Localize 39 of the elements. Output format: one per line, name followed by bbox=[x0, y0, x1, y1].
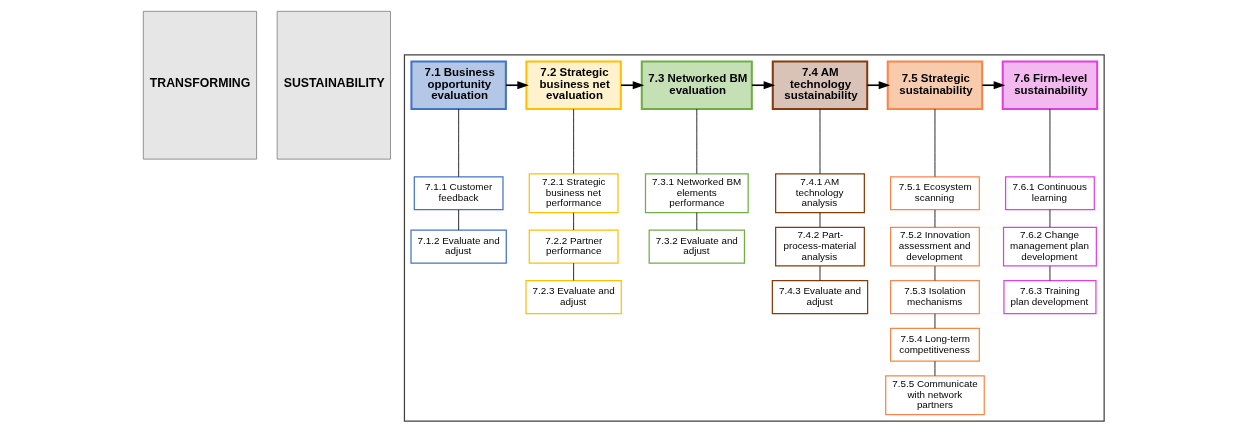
node-box: 7.4.3 Evaluate and adjust bbox=[771, 280, 868, 315]
node-box: 7.6.2 Change management plan development bbox=[1002, 226, 1097, 267]
connector bbox=[819, 108, 820, 175]
cluster bbox=[403, 54, 1105, 422]
node-box: 7.3.1 Networked BM elements performance bbox=[644, 173, 749, 214]
connector bbox=[695, 108, 697, 175]
node-box: SUSTAINABILITY bbox=[276, 10, 391, 160]
node-box: 7.5.5 Communicate with network partners bbox=[884, 375, 985, 416]
node-box: 7.5 Strategic sustainability bbox=[886, 60, 983, 111]
node-box: 7.5.2 Innovation assessment and development bbox=[889, 226, 980, 267]
connector bbox=[572, 212, 574, 231]
node-box: 7.3 Networked BM evaluation bbox=[640, 60, 753, 111]
node-box: 7.3.2 Evaluate and adjust bbox=[648, 229, 745, 264]
node-box: 7.5.3 Isolation mechanisms bbox=[889, 280, 980, 315]
node-box: 7.4.2 Part-process-material analysis bbox=[774, 226, 865, 267]
arrow bbox=[750, 81, 775, 90]
node-box: 7.5.1 Ecosystem scanning bbox=[889, 176, 980, 211]
node-box: 7.2.1 Strategic business net performance bbox=[528, 173, 619, 214]
arrow bbox=[866, 81, 890, 90]
node-box: 7.2 Strategic business net evaluation bbox=[524, 60, 622, 111]
connector bbox=[572, 262, 574, 281]
node-box: 7.2.2 Partner performance bbox=[528, 229, 619, 264]
node-box: 7.1.2 Evaluate and adjust bbox=[409, 229, 507, 264]
node-box: 7.2.3 Evaluate and adjust bbox=[524, 280, 622, 315]
node-box: 7.6.1 Continuous learning bbox=[1004, 176, 1095, 211]
node-box: 7.1.1 Customer feedback bbox=[413, 176, 504, 211]
node-box: 7.5.4 Long-term competitiveness bbox=[889, 327, 980, 362]
node-box: TRANSFORMING bbox=[142, 10, 257, 160]
connector bbox=[572, 108, 574, 175]
node-box: 7.4.1 AM technology analysis bbox=[774, 173, 865, 214]
arrow bbox=[504, 81, 529, 90]
node-box: 7.6.3 Training plan development bbox=[1002, 280, 1097, 315]
node-box: 7.1 Business opportunity evaluation bbox=[409, 60, 507, 111]
node-box: 7.6 Firm-level sustainability bbox=[1001, 60, 1098, 111]
node-box: 7.4 AM technology sustainability bbox=[771, 60, 868, 111]
arrow bbox=[981, 81, 1005, 90]
connector bbox=[457, 108, 459, 177]
connector bbox=[457, 209, 459, 231]
arrow bbox=[619, 81, 644, 90]
